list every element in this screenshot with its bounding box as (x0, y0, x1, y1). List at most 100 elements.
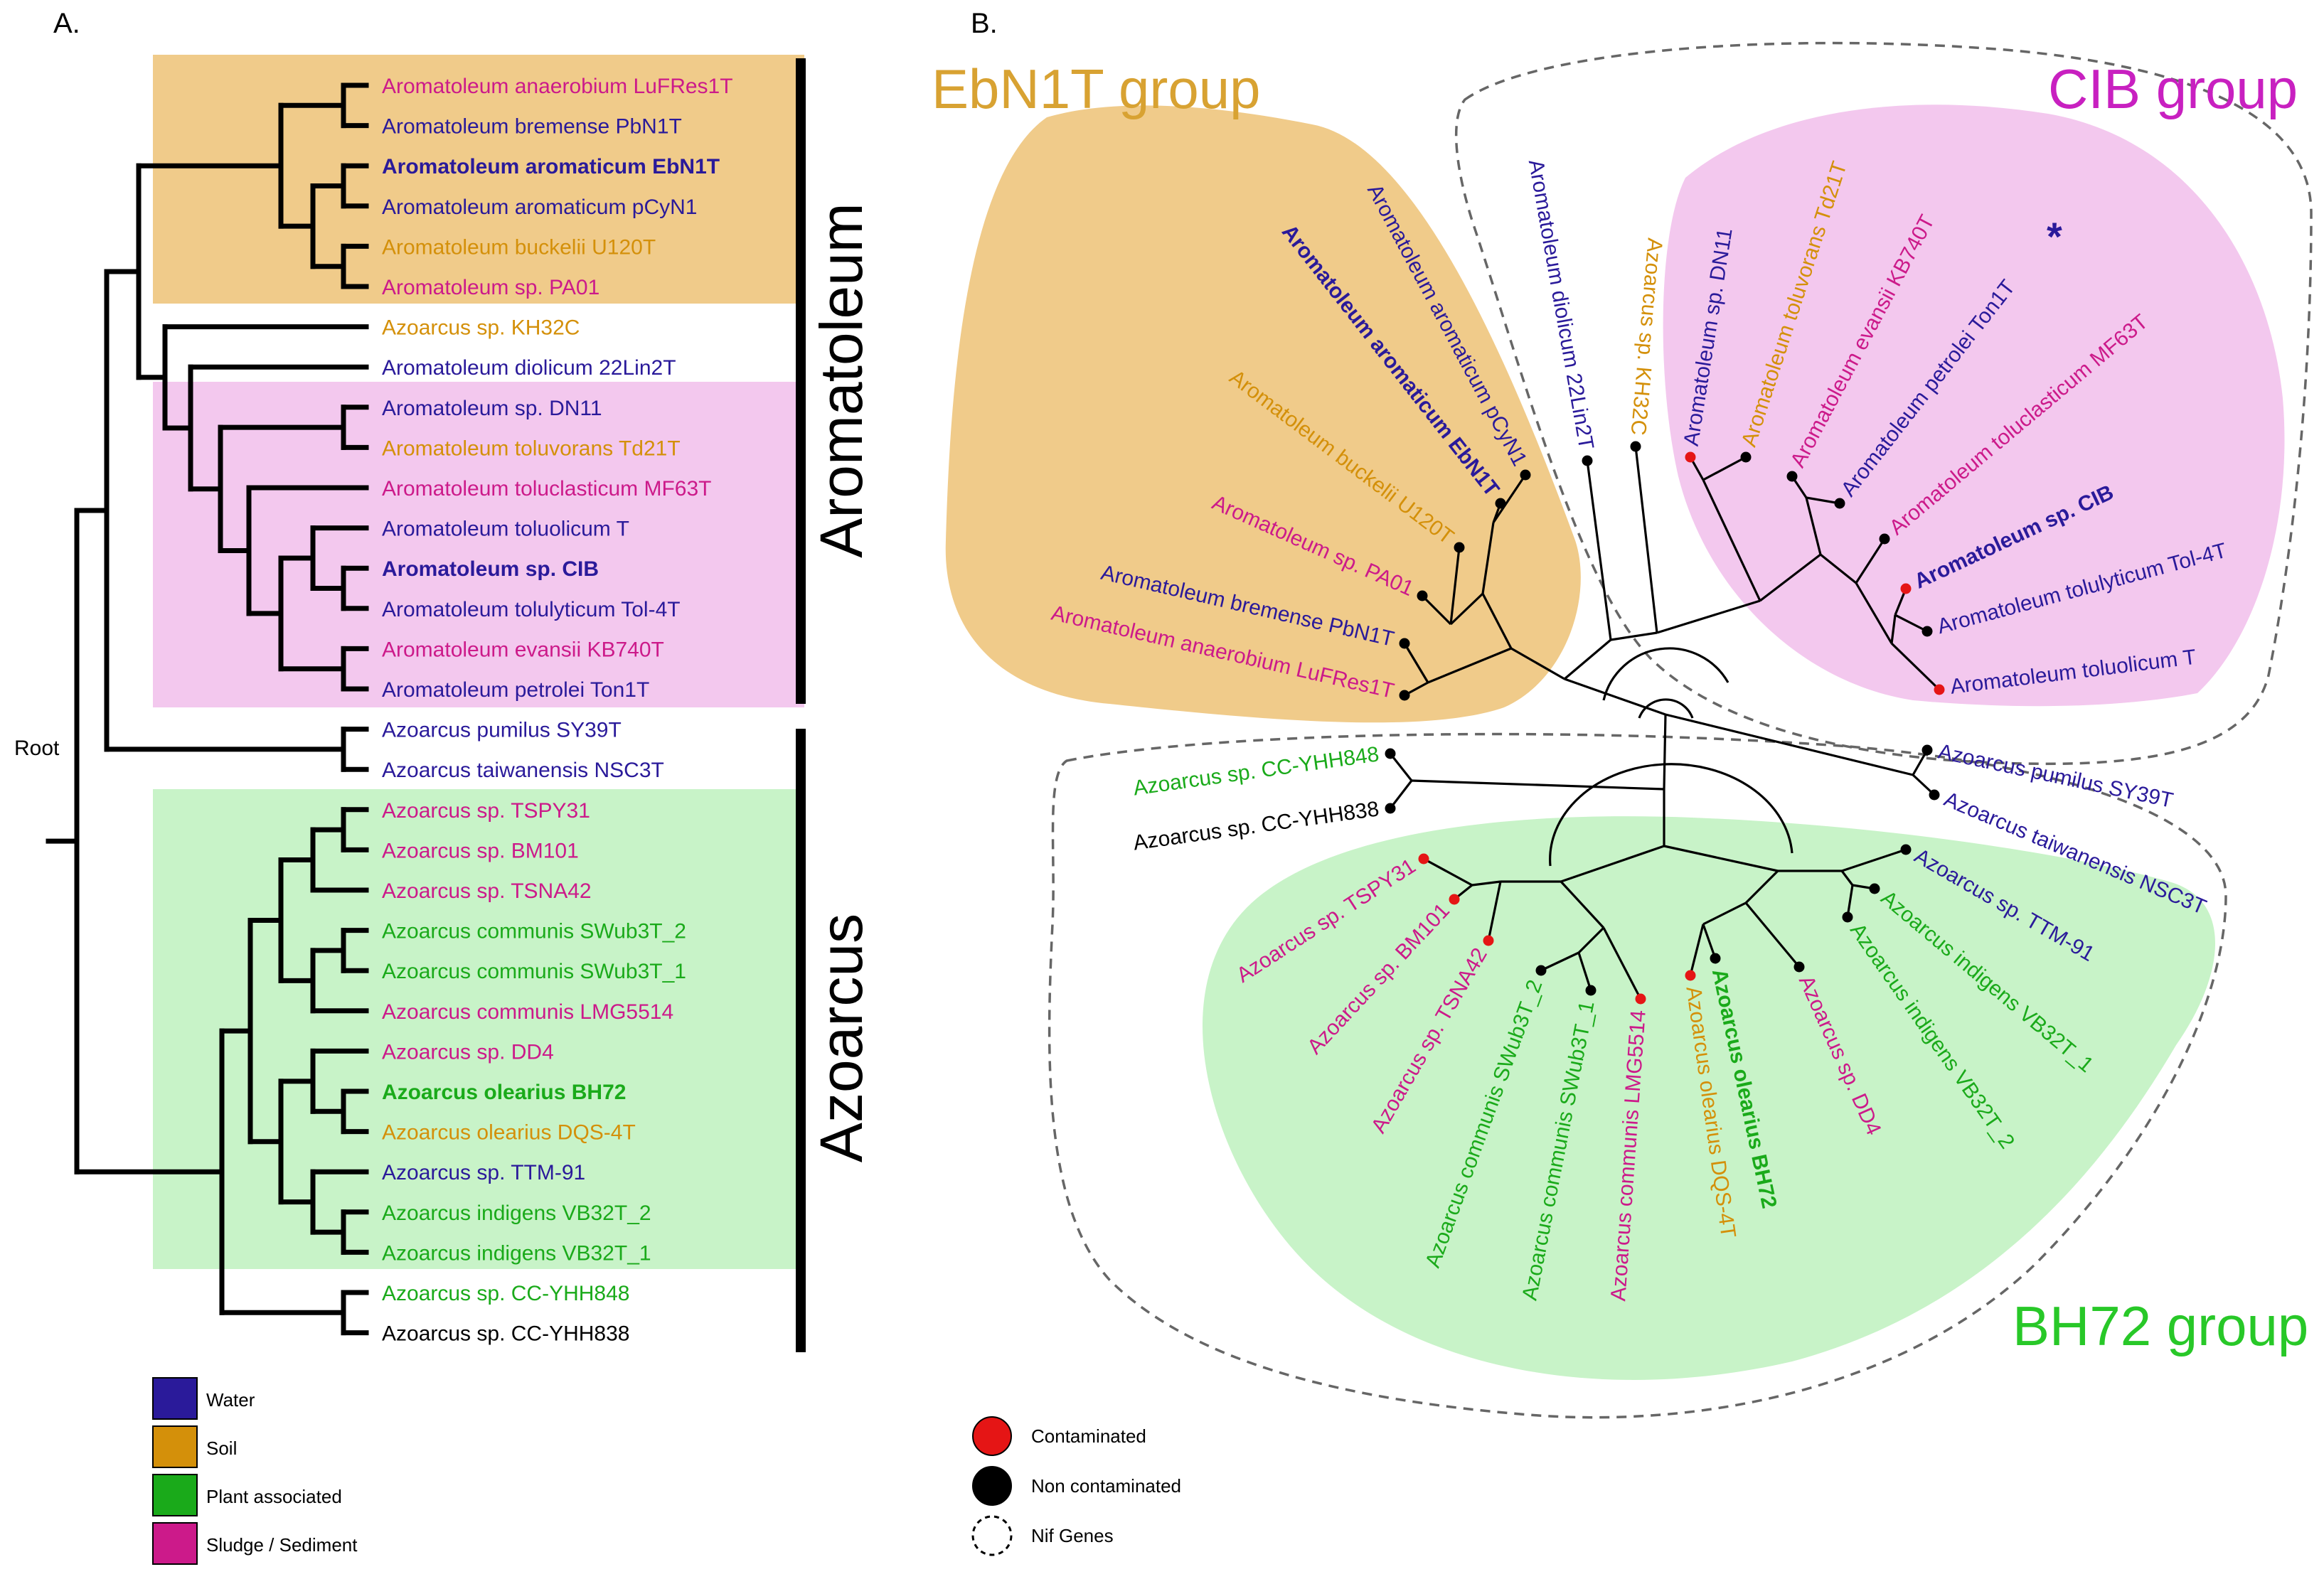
tip-label-b: Azoarcus sp. KH32C (1626, 237, 1667, 436)
legend-contaminated-symbol (972, 1416, 1012, 1456)
branch (1702, 901, 1747, 926)
tip-label-a: Aromatoleum toluclasticum MF63T (382, 477, 711, 501)
tip-label-a: Azoarcus olearius DQS-4T (382, 1121, 636, 1145)
bh72-group-title: BH72 group (2013, 1295, 2308, 1357)
branch (1702, 479, 1761, 601)
legend-label-water: Water (206, 1389, 255, 1411)
legend-swatch-sludge (152, 1522, 198, 1565)
tip-label-a: Aromatoleum aromaticum pCyN1 (382, 196, 697, 219)
non-contaminated-marker (1385, 803, 1396, 814)
aromatoleum-clade-label: Aromatoleum (808, 203, 875, 558)
branch (1846, 884, 1854, 918)
branch (1471, 880, 1501, 887)
ebn1t-group-title: EbN1T group (932, 58, 1261, 120)
non-contaminated-marker (1921, 744, 1933, 756)
branch (1890, 642, 1941, 691)
branch (1602, 927, 1642, 1000)
non-contaminated-marker (1535, 965, 1547, 976)
non-contaminated-marker (1417, 590, 1428, 601)
panel-a-tree-branches (46, 82, 369, 1336)
tip-label-a: Aromatoleum diolicum 22Lin2T (382, 356, 676, 380)
legend-nif-symbol (971, 1515, 1013, 1556)
branch (1563, 638, 1612, 680)
tip-label-a: Azoarcus indigens VB32T_2 (382, 1202, 651, 1225)
tip-label-a: Aromatoleum sp. DN11 (382, 397, 602, 420)
contaminated-marker (1685, 970, 1696, 981)
contaminated-marker (1483, 935, 1494, 946)
branch-arc (1638, 698, 1694, 719)
branch (1689, 924, 1705, 976)
contaminated-marker (1418, 853, 1429, 865)
panel-b-tree-branches (1389, 446, 1941, 1000)
nif-genes-outline-upper (1454, 41, 2313, 766)
tip-label-a: Azoarcus sp. CC-YHH848 (382, 1282, 629, 1305)
tip-label-a: Aromatoleum tolulyticum Tol-4T (382, 598, 681, 621)
tip-label-b: Azoarcus sp. CC-YHH838 (1132, 797, 1381, 855)
non-contaminated-marker (1454, 542, 1465, 553)
branch (1634, 446, 1658, 633)
tip-label-a: Aromatoleum toluolicum T (382, 518, 629, 541)
branch (1656, 599, 1761, 634)
branch (1806, 496, 1840, 505)
non-contaminated-marker (1385, 748, 1396, 759)
panel-a-tip-labels: Aromatoleum anaerobium LuFRes1TAromatole… (382, 75, 733, 1346)
non-contaminated-marker (1921, 626, 1933, 637)
contaminated-marker (1900, 583, 1912, 594)
non-contaminated-marker (1585, 985, 1597, 996)
branch (1663, 714, 1667, 790)
branch (1449, 547, 1461, 625)
tip-label-a: Aromatoleum aromaticum EbN1T (382, 155, 720, 178)
branch (1894, 614, 1928, 633)
branch (1890, 614, 1897, 644)
panel-a-label: A. (53, 8, 80, 39)
branch (1487, 881, 1502, 941)
branch (1665, 713, 1914, 776)
tip-label-a: Aromatoleum petrolei Ton1T (382, 678, 649, 702)
branch (1840, 870, 1854, 886)
non-contaminated-marker (1786, 471, 1798, 482)
legend-label-soil: Soil (206, 1438, 237, 1459)
branch (1560, 845, 1665, 883)
legend-label-contaminated: Contaminated (1031, 1425, 1146, 1447)
non-contaminated-marker (1842, 911, 1853, 923)
branch (1389, 780, 1413, 809)
non-contaminated-marker (1929, 789, 1940, 801)
branch (1492, 474, 1527, 523)
petrolei-asterisk: * (2047, 214, 2062, 259)
aromatoleum-cib-highlight (153, 382, 804, 707)
non-contaminated-marker (1399, 638, 1410, 649)
non-contaminated-marker (1869, 883, 1880, 894)
tip-label-a: Azoarcus sp. TSNA42 (382, 879, 592, 903)
contaminated-marker (1635, 993, 1646, 1005)
tip-label-a: Azoarcus sp. BM101 (382, 839, 579, 862)
nif-genes-outline-lower (1048, 732, 2227, 1419)
legend-non_contaminated-symbol (972, 1466, 1012, 1506)
branch (1663, 845, 1779, 872)
branch (1540, 951, 1579, 972)
branch (1586, 460, 1612, 641)
tip-label-a: Aromatoleum sp. CIB (382, 557, 599, 581)
non-contaminated-marker (1879, 533, 1890, 545)
branch (1841, 848, 1907, 872)
branch (1610, 631, 1658, 641)
tip-label-a: Azoarcus indigens VB32T_1 (382, 1241, 651, 1265)
non-contaminated-marker (1399, 690, 1410, 701)
branch (1820, 553, 1857, 584)
non-contaminated-marker (1793, 961, 1805, 973)
tip-label-a: Azoarcus sp. TTM-91 (382, 1161, 585, 1184)
branch (1855, 582, 1893, 644)
azoarcus-clade-label: Azoarcus (808, 914, 875, 1162)
branch (1805, 497, 1822, 555)
tip-label-a: Azoarcus sp. DD4 (382, 1040, 554, 1064)
contaminated-marker (1685, 451, 1696, 463)
tip-label-a: Aromatoleum toluvorans Td21T (382, 437, 681, 460)
tip-label-a: Azoarcus pumilus SY39T (382, 719, 622, 742)
branch (1389, 753, 1413, 781)
non-contaminated-marker (1740, 451, 1752, 463)
bh72-group-region (1203, 816, 2215, 1380)
branch (1403, 643, 1429, 683)
cib-group-title: CIB group (2048, 58, 2298, 120)
legend-swatch-water (152, 1377, 198, 1420)
